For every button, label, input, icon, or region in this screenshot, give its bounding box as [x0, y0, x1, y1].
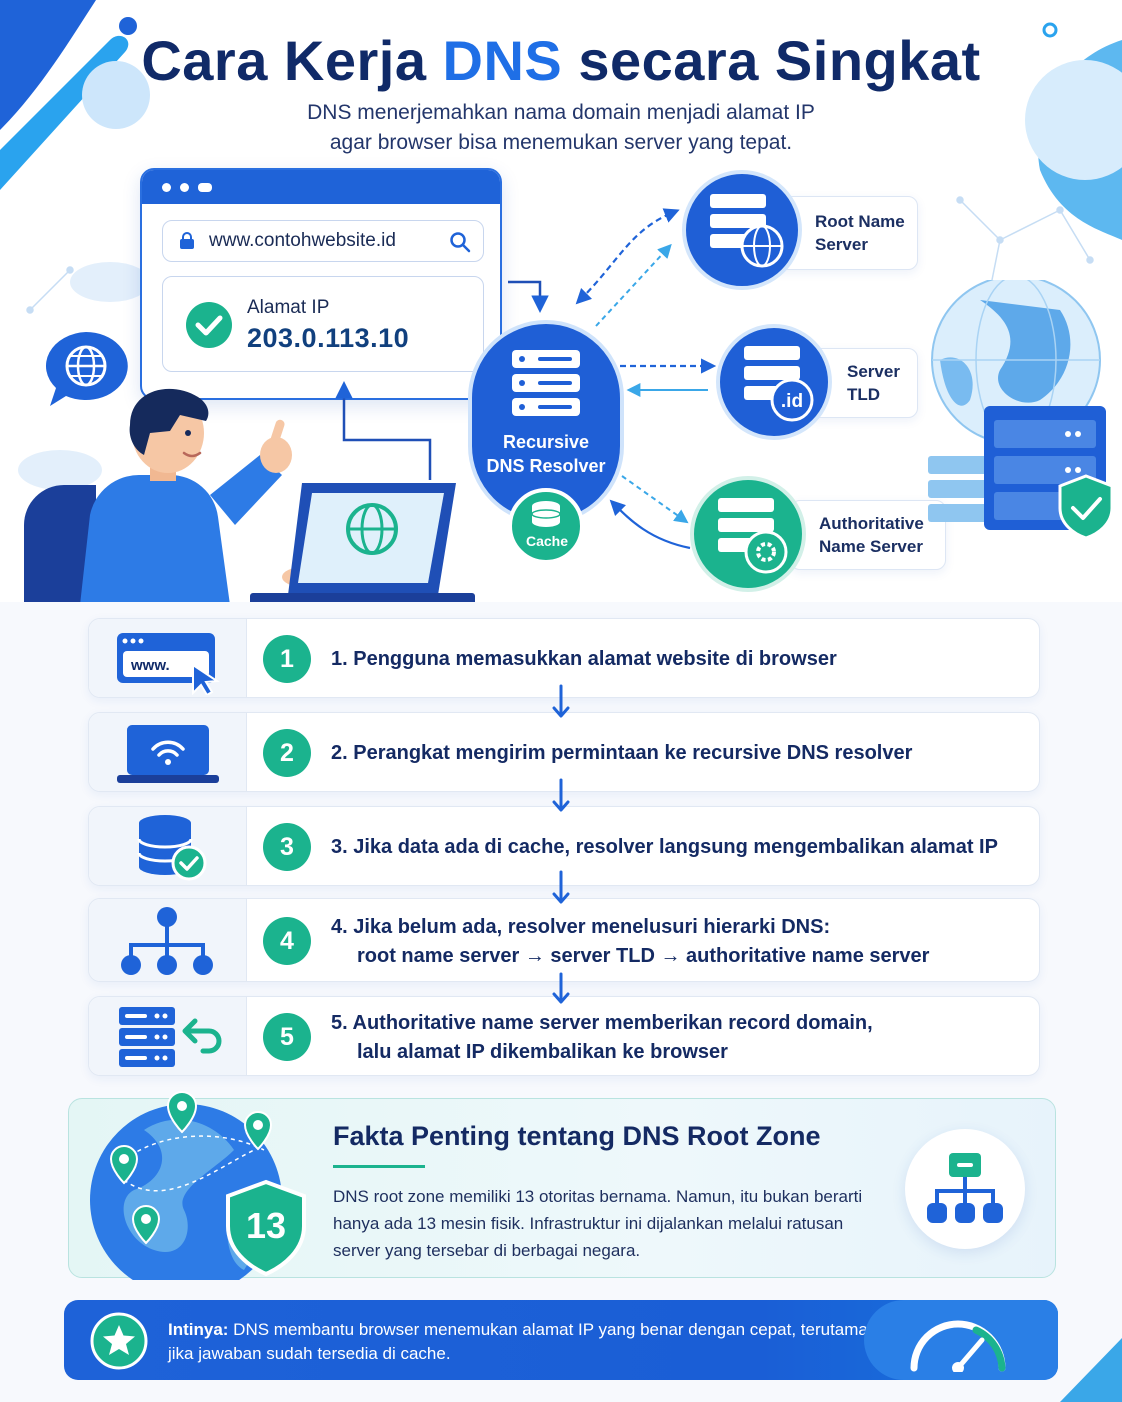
page-title: Cara Kerja DNS secara Singkat [141, 29, 981, 92]
root-server-icon [682, 170, 802, 290]
ip-result-box: Alamat IP 203.0.113.10 [162, 276, 484, 372]
step-5-subtext: lalu alamat IP dikembalikan ke browser [357, 1041, 728, 1063]
check-circle-icon [186, 302, 232, 348]
recursive-resolver-node [468, 320, 624, 564]
summary-text: Intinya: DNS membantu browser menemukan … [168, 1320, 868, 1363]
tld-badge: .id [781, 391, 803, 412]
speedometer-icon [910, 1320, 1006, 1372]
step-1-text: 1. Pengguna memasukkan alamat website di… [331, 648, 837, 670]
person-illustration [24, 388, 475, 605]
cache-label: Cache [525, 533, 569, 549]
globe-chat-bubble-icon [45, 332, 128, 406]
step-2-card: 2 2. Perangkat mengirim permintaan ke re… [88, 712, 1040, 792]
step-5-number: 5 [263, 1013, 311, 1061]
star-badge-icon [90, 1312, 148, 1370]
step-3-text: 3. Jika data ada di cache, resolver lang… [331, 836, 998, 858]
tld-server-icon: .id [716, 324, 832, 440]
url-text: www.contohwebsite.id [209, 230, 396, 251]
authoritative-server-icon [690, 476, 806, 592]
fact-underline [333, 1165, 425, 1168]
step-4-number: 4 [263, 917, 311, 965]
step-1-number: 1 [263, 635, 311, 683]
lock-icon [180, 232, 194, 249]
browser-titlebar [142, 170, 500, 204]
step-1-card: www. 1 1. Pengguna memasukkan alamat web… [88, 618, 1040, 698]
step-5-icon-box [89, 997, 247, 1075]
search-icon[interactable] [449, 231, 471, 253]
hierarchy-icon [121, 907, 213, 975]
database-check-icon [137, 815, 207, 881]
fact-title: Fakta Penting tentang DNS Root Zone [333, 1121, 821, 1151]
step-3-icon-box [89, 807, 247, 885]
background-decoration [0, 0, 1122, 490]
step-1-icon-box: www. [89, 619, 247, 697]
page-subtitle: DNS menerjemahkan nama domain menjadi al… [307, 101, 815, 154]
server-return-icon [119, 1007, 222, 1067]
globe-icon [346, 503, 398, 555]
resolver-label: Recursive DNS Resolver [486, 432, 606, 476]
root-hierarchy-badge [905, 1129, 1025, 1249]
ip-label: Alamat IP [247, 297, 330, 318]
browser-cursor-icon: www. [117, 633, 220, 695]
summary-banner: Intinya: DNS membantu browser menemukan … [64, 1300, 1058, 1380]
step-flow-arrows [552, 684, 570, 1004]
globe-server-illustration [928, 280, 1114, 540]
www-icon-text: www. [130, 657, 170, 674]
step-2-text: 2. Perangkat mengirim permintaan ke recu… [331, 742, 913, 764]
laptop-wifi-icon [117, 725, 219, 783]
shield-number: 13 [246, 1205, 286, 1246]
step-5-card: 5 5. Authoritative name server memberika… [88, 996, 1040, 1076]
step-4-card: 4 4. Jika belum ada, resolver menelusuri… [88, 898, 1040, 982]
browser-window: www.contohwebsite.id Alamat IP 203.0.113… [140, 168, 502, 400]
step-2-icon-box [89, 713, 247, 791]
hierarchy-icon [927, 1153, 1003, 1223]
step-5-text: 5. Authoritative name server memberikan … [331, 1009, 873, 1067]
step-4-subtext: root name server → server TLD → authorit… [357, 945, 930, 967]
fact-body: DNS root zone memiliki 13 otoritas berna… [333, 1187, 863, 1260]
globe-pins-illustration: 13 [90, 1090, 306, 1280]
step-3-number: 3 [263, 823, 311, 871]
step-3-card: 3 3. Jika data ada di cache, resolver la… [88, 806, 1040, 886]
step-4-text: 4. Jika belum ada, resolver menelusuri h… [331, 913, 929, 971]
url-bar[interactable]: www.contohwebsite.id [162, 220, 484, 262]
step-2-number: 2 [263, 729, 311, 777]
step-4-icon-box [89, 899, 247, 981]
corner-decoration [1060, 1338, 1122, 1402]
flow-connectors [335, 208, 717, 550]
ip-value: 203.0.113.10 [247, 323, 410, 353]
